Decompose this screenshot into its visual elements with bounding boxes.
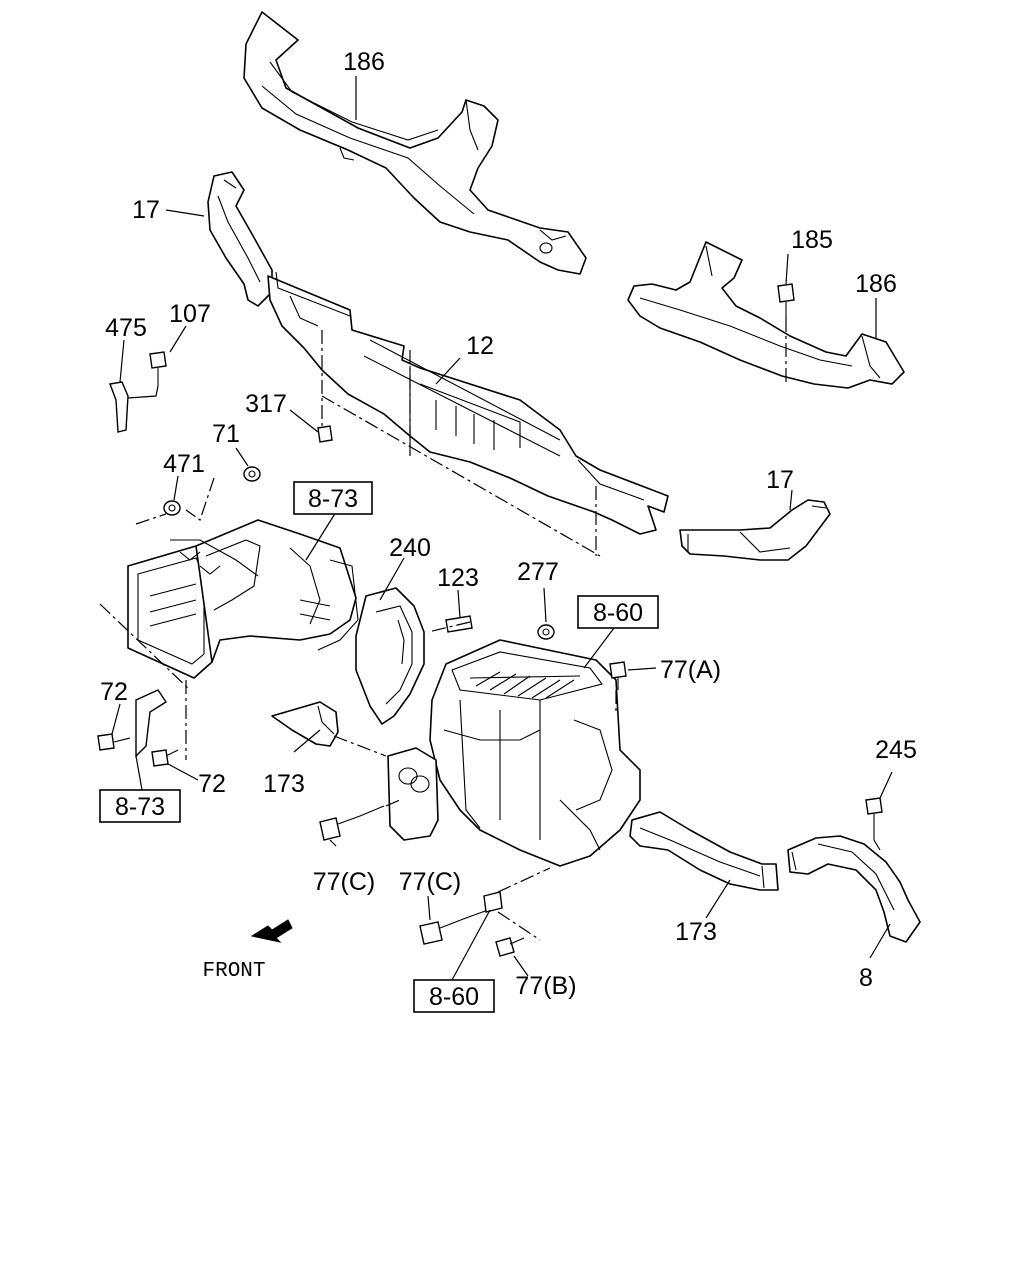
label-123: 123 bbox=[437, 564, 479, 592]
fastener-77a-bolt[interactable] bbox=[609, 661, 627, 690]
ref-box-8-73-bottom[interactable]: 8-73 bbox=[99, 789, 181, 823]
fastener-77c-left-bolt[interactable] bbox=[319, 805, 385, 841]
part-186-upper-duct[interactable] bbox=[243, 11, 587, 275]
fastener-277-nut[interactable] bbox=[537, 624, 555, 640]
label-72-bottom: 72 bbox=[198, 770, 226, 798]
part-240-cover[interactable] bbox=[355, 587, 425, 725]
ref-box-8-60-bottom[interactable]: 8-60 bbox=[413, 979, 495, 1013]
label-12: 12 bbox=[466, 332, 494, 360]
front-direction-arrow-icon bbox=[250, 919, 293, 943]
ref-label: 8-73 bbox=[308, 485, 358, 513]
part-17-left-duct[interactable] bbox=[207, 171, 273, 307]
ref-label: 8-60 bbox=[593, 599, 643, 627]
front-label: FRONT bbox=[202, 960, 265, 983]
label-72-top: 72 bbox=[100, 678, 128, 706]
fastener-475-clip[interactable] bbox=[109, 381, 129, 433]
label-71: 71 bbox=[212, 420, 240, 448]
part-186-right-duct[interactable] bbox=[627, 241, 905, 389]
fastener-107-bolt[interactable] bbox=[149, 351, 167, 386]
part-8-rear-duct[interactable] bbox=[787, 835, 921, 943]
part-173-right-duct[interactable] bbox=[629, 811, 779, 891]
bracket-72[interactable] bbox=[135, 689, 167, 758]
bracket-77b[interactable] bbox=[483, 891, 503, 913]
label-173-right: 173 bbox=[675, 918, 717, 946]
label-77c-right: 77(C) bbox=[399, 868, 462, 896]
fastener-317-clip[interactable] bbox=[317, 425, 333, 443]
label-186-top: 186 bbox=[343, 48, 385, 76]
part-17-right-duct[interactable] bbox=[679, 499, 831, 561]
label-317: 317 bbox=[245, 390, 287, 418]
ref-box-8-73-top[interactable]: 8-73 bbox=[293, 481, 373, 515]
label-77b: 77(B) bbox=[515, 972, 576, 1000]
label-471: 471 bbox=[163, 450, 205, 478]
ref-label: 8-60 bbox=[429, 983, 479, 1011]
fastener-77b-bolt[interactable] bbox=[495, 937, 525, 957]
fastener-72-top-bolt[interactable] bbox=[97, 733, 131, 751]
label-8: 8 bbox=[859, 964, 873, 992]
fastener-245-bolt[interactable] bbox=[865, 797, 883, 840]
ref-box-8-60-top[interactable]: 8-60 bbox=[577, 595, 659, 629]
fastener-123-bolt[interactable] bbox=[445, 615, 473, 633]
label-186-right: 186 bbox=[855, 270, 897, 298]
part-12-center-duct[interactable] bbox=[267, 271, 669, 535]
label-17-left: 17 bbox=[132, 196, 160, 224]
label-185: 185 bbox=[791, 226, 833, 254]
label-245: 245 bbox=[875, 736, 917, 764]
leader-lines bbox=[99, 76, 893, 981]
ref-label: 8-73 bbox=[115, 793, 165, 821]
label-173-left: 173 bbox=[263, 770, 305, 798]
part-173-left-duct[interactable] bbox=[271, 701, 339, 747]
blower-unit[interactable] bbox=[127, 519, 359, 679]
label-17-right: 17 bbox=[766, 466, 794, 494]
fastener-71-nut[interactable] bbox=[243, 466, 261, 482]
fastener-72-bottom-bolt[interactable] bbox=[151, 749, 179, 767]
fastener-77c-right-bolt[interactable] bbox=[419, 909, 489, 945]
fastener-185-bolt[interactable] bbox=[777, 283, 795, 318]
fastener-471-nut[interactable] bbox=[163, 500, 181, 516]
label-240: 240 bbox=[389, 534, 431, 562]
label-475: 475 bbox=[105, 314, 147, 342]
label-277: 277 bbox=[517, 558, 559, 586]
label-77c-left: 77(C) bbox=[313, 868, 376, 896]
heater-core-plate[interactable] bbox=[387, 747, 439, 841]
label-77a: 77(A) bbox=[660, 656, 721, 684]
hvac-case-unit[interactable] bbox=[429, 639, 641, 867]
label-107: 107 bbox=[169, 300, 211, 328]
